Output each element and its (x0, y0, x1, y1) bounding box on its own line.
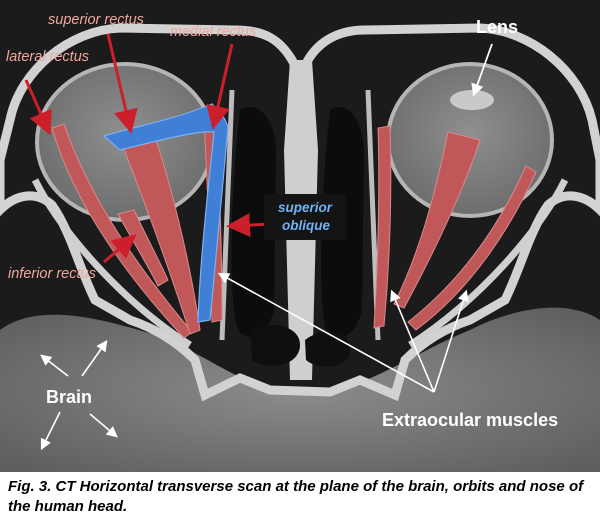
label-lens: Lens (476, 17, 518, 37)
label-extraocular-muscles: Extraocular muscles (382, 410, 558, 430)
right-superior-rectus-muscle (393, 131, 481, 309)
superior-oblique-label-box (264, 194, 346, 240)
arrow-superior-rectus (106, 33, 138, 134)
nasal-cavity-left (231, 106, 276, 338)
arrow-brain-2 (81, 340, 108, 377)
label-brain: Brain (46, 387, 92, 407)
right-lateral-rectus-muscle (407, 165, 537, 331)
label-medial-rectus: medial rectus (170, 24, 256, 40)
figure-caption: Fig. 3. CT Horizontal transverse scan at… (8, 478, 584, 515)
arrow-inferior-rectus (103, 234, 137, 264)
arrow-brain-3 (40, 411, 61, 451)
label-superior-oblique-line1: superior (278, 200, 333, 215)
label-lateral-rectus: lateral rectus (6, 49, 89, 65)
arrow-lateral-rectus (24, 79, 52, 136)
arrow-extraocular-2 (390, 289, 435, 393)
right-medial-rectus-muscle (373, 125, 392, 329)
label-superior-rectus: superior rectus (48, 12, 144, 28)
superior-rectus-muscle (117, 127, 201, 335)
arrow-medial-rectus (206, 43, 234, 130)
brain-region (0, 307, 600, 472)
arrow-extraocular-3 (433, 289, 469, 393)
right-orbit-wall (408, 178, 569, 348)
sinus-lower-right (305, 331, 350, 367)
arrow-brain-4 (89, 413, 118, 438)
left-orbit-wall (31, 178, 192, 348)
arrow-extraocular-1 (217, 272, 435, 393)
label-inferior-rectus: inferior rectus (8, 266, 96, 282)
label-superior-oblique-line2: oblique (282, 218, 330, 233)
arrow-lens (471, 43, 493, 97)
sinus-lower (250, 325, 300, 366)
arrow-brain-1 (40, 354, 69, 377)
lens-shape (450, 90, 494, 110)
ct-scan-figure: superior rectus medial rectus lateral re… (0, 0, 600, 472)
